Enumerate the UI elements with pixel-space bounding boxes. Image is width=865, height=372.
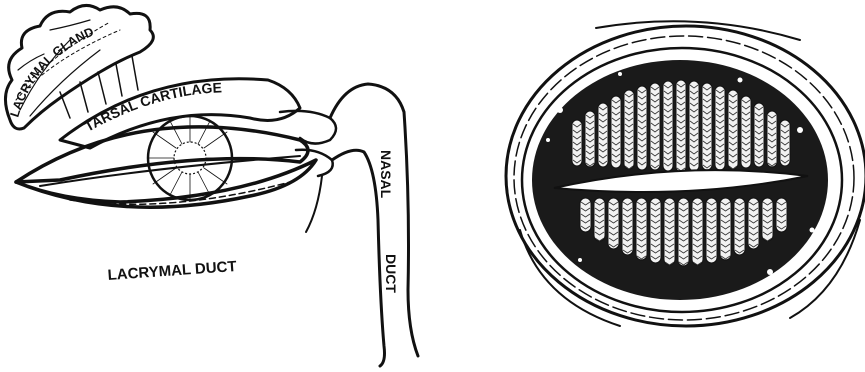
label-duct: DUCT (383, 254, 399, 293)
gland-column (598, 103, 608, 167)
label-nasal: NASAL (378, 150, 394, 199)
label-lacrymal-duct: LACRYMAL DUCT (107, 258, 237, 284)
left-eye-diagram: LACRYMAL GLAND TARSAL CARTILAGE LA (5, 5, 418, 366)
iris (148, 116, 232, 200)
nasal-duct-shape (330, 84, 418, 366)
gland-column (754, 103, 764, 167)
right-eye-diagram (506, 21, 865, 326)
